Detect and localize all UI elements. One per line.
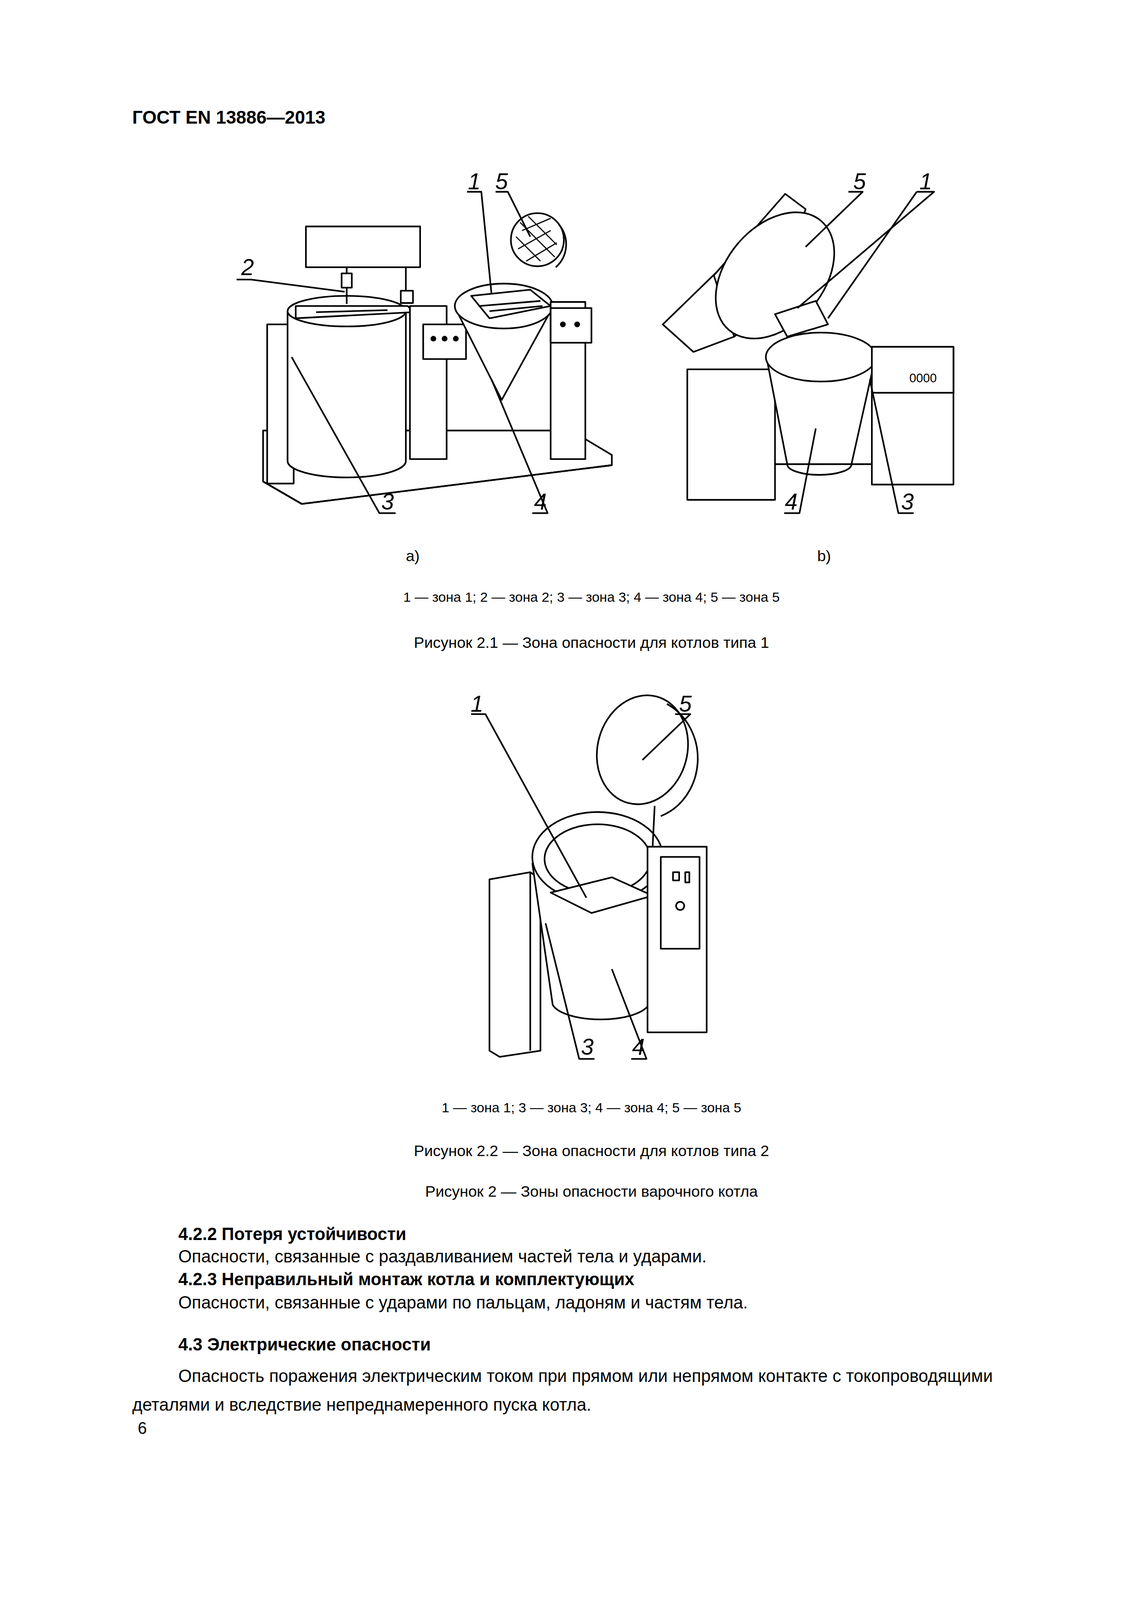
callout-number: 3 xyxy=(381,490,395,514)
subfigure-label: a) xyxy=(405,547,420,565)
section-heading: 4.2.3 Неправильный монтаж котла и компле… xyxy=(178,1269,635,1289)
figure-caption: Рисунок 2.2 — Зона опасности для котлов … xyxy=(414,1141,770,1159)
callout-number: 2 xyxy=(241,255,255,279)
figure-c xyxy=(471,684,707,1059)
body-paragraph: Опасность поражения электрическим током … xyxy=(132,1361,1054,1419)
callout-number: 3 xyxy=(581,1035,594,1059)
callout-number: 3 xyxy=(901,490,914,514)
section-heading: 4.3 Электрические опасности xyxy=(178,1334,431,1355)
panel-display: 0000 xyxy=(909,371,937,386)
section-heading: 4.2.2 Потеря устойчивости xyxy=(178,1224,407,1244)
figure-caption: Рисунок 2.1 — Зона опасности для котлов … xyxy=(414,633,770,651)
callout-number: 4 xyxy=(632,1035,645,1059)
figure-key: 1 — зона 1; 2 — зона 2; 3 — зона 3; 4 — … xyxy=(403,589,780,605)
callout-number: 5 xyxy=(495,170,509,193)
callout-number: 1 xyxy=(470,692,484,716)
callout-number: 4 xyxy=(784,490,798,514)
body-text: Опасности, связанные с раздавливанием ча… xyxy=(178,1246,707,1266)
callout-number: 5 xyxy=(853,170,867,193)
figure-b xyxy=(662,189,954,514)
callout-number: 4 xyxy=(534,490,547,514)
page-number: 6 xyxy=(137,1418,147,1438)
body-text: Опасности, связанные с ударами по пальца… xyxy=(178,1292,748,1313)
figure-caption: Рисунок 2 — Зоны опасности варочного кот… xyxy=(425,1182,758,1200)
figure-a xyxy=(236,191,613,513)
subfigure-label: b) xyxy=(817,547,831,565)
callout-number: 5 xyxy=(679,692,692,716)
page-header: ГОСТ EN 13886—2013 xyxy=(132,107,326,128)
figure-key: 1 — зона 1; 3 — зона 3; 4 — зона 4; 5 — … xyxy=(441,1099,742,1115)
callout-number: 1 xyxy=(467,170,481,193)
callout-number: 1 xyxy=(919,170,933,193)
